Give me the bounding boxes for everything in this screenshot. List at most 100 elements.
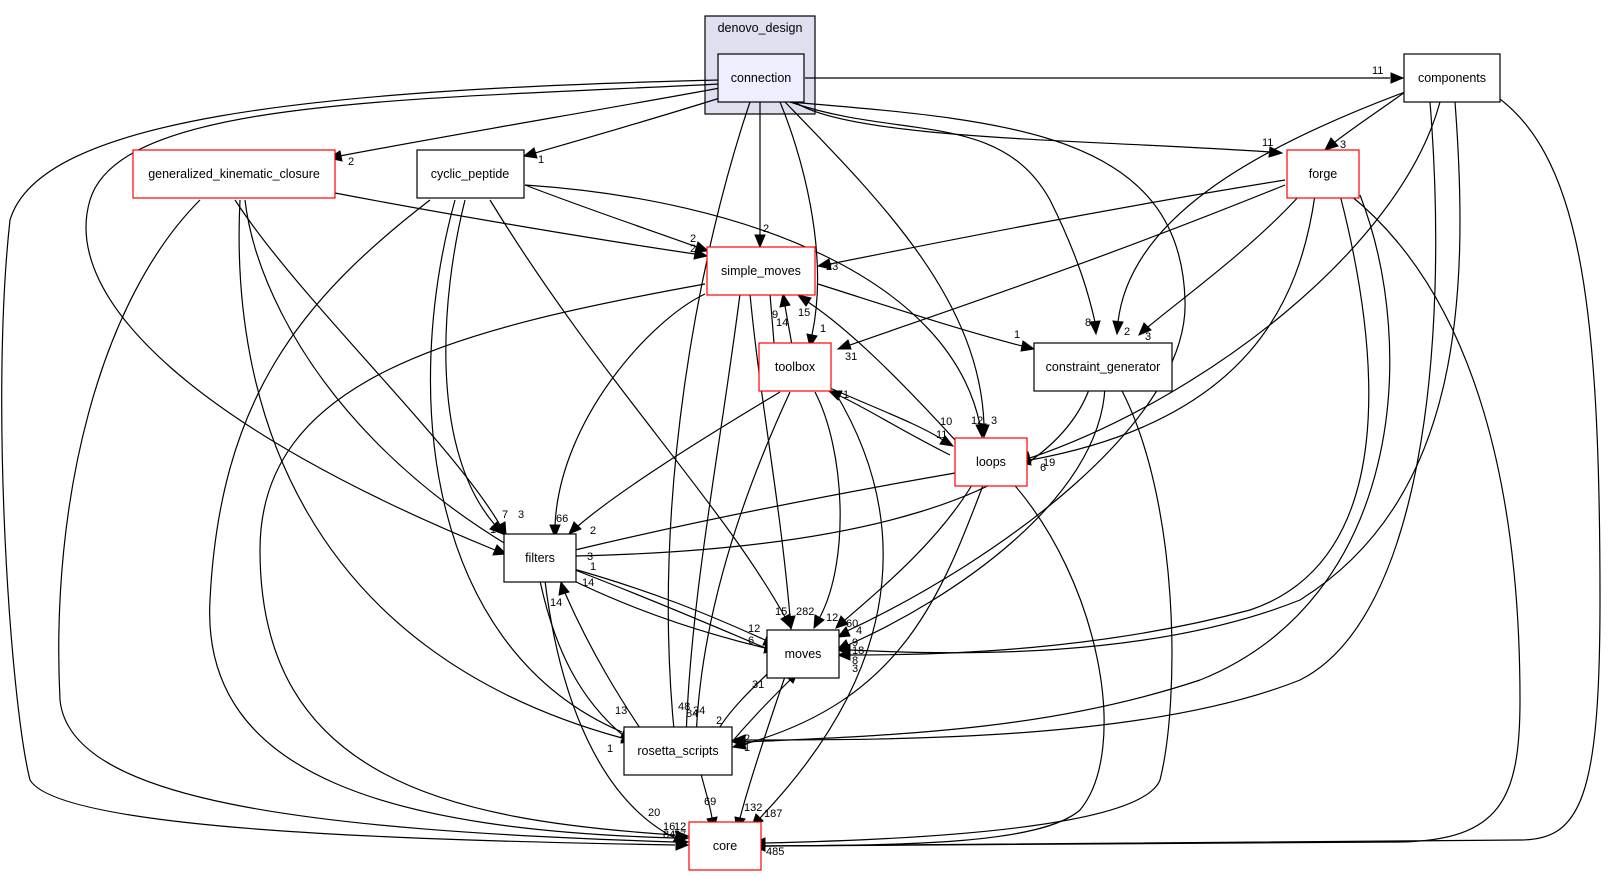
arrowhead bbox=[1138, 322, 1152, 336]
edge-moves-core bbox=[739, 661, 791, 819]
arrowhead bbox=[1390, 72, 1405, 84]
edge-loops-simple bbox=[807, 301, 956, 441]
edge-label: 282 bbox=[796, 606, 814, 618]
arrowhead bbox=[672, 833, 688, 844]
edge-label: 3 bbox=[587, 551, 593, 563]
edge-gkc-simple bbox=[334, 192, 696, 255]
node-loops[interactable]: loops bbox=[954, 437, 1028, 487]
node-connection[interactable]: connection bbox=[717, 53, 805, 103]
edge-simple-filters bbox=[554, 293, 706, 526]
edge-label: 4 bbox=[856, 625, 862, 637]
node-filters[interactable]: filters bbox=[503, 533, 577, 583]
edge-filters-moves bbox=[562, 565, 766, 641]
edge-label: 19 bbox=[1043, 457, 1055, 469]
edge-loops-moves bbox=[844, 479, 976, 621]
edge-gkc-moves bbox=[244, 199, 766, 649]
node-components[interactable]: components bbox=[1403, 53, 1501, 103]
node-rosetta-scripts[interactable]: rosetta_scripts bbox=[623, 726, 733, 776]
node-label: connection bbox=[731, 71, 792, 85]
edge-forge-simple bbox=[829, 179, 1286, 265]
edge-label: 15 bbox=[798, 307, 810, 319]
edge-forge-core bbox=[764, 194, 1521, 847]
node-label: constraint_generator bbox=[1046, 360, 1161, 374]
node-label: moves bbox=[785, 647, 822, 661]
node-label: core bbox=[713, 839, 737, 853]
edge-label: 14 bbox=[582, 577, 594, 589]
node-label: forge bbox=[1309, 167, 1338, 181]
edge-label: 2 bbox=[348, 156, 354, 168]
node-forge[interactable]: forge bbox=[1286, 149, 1360, 199]
edge-cyclic-moves bbox=[489, 199, 786, 618]
edge-label: 12 bbox=[826, 612, 838, 624]
edge-forge-loops bbox=[1029, 194, 1316, 461]
edge-label: 31 bbox=[845, 351, 857, 363]
edge-label: 34 bbox=[693, 705, 705, 717]
edge-connection-moves bbox=[789, 101, 1186, 633]
edge-label: 3 bbox=[1340, 139, 1346, 151]
arrowhead bbox=[492, 544, 508, 556]
edge-label: 2 bbox=[744, 733, 750, 745]
edge-label: 8 bbox=[852, 655, 858, 667]
edge-forge-constraint bbox=[1147, 194, 1301, 328]
edge-label: 60 bbox=[846, 618, 858, 630]
arrowhead bbox=[1020, 340, 1036, 352]
edge-components-rs bbox=[744, 101, 1437, 741]
edge-cyclic-core bbox=[209, 199, 676, 839]
edge-label: 37 bbox=[674, 829, 686, 841]
node-generalized-kinematic-closure[interactable]: generalized_kinematic_closure bbox=[132, 149, 336, 199]
edge-loops-rs bbox=[744, 479, 986, 745]
arrowhead bbox=[731, 738, 747, 750]
edge-label: 13 bbox=[615, 705, 627, 717]
node-toolbox[interactable]: toolbox bbox=[758, 342, 832, 392]
edge-label: 2 bbox=[716, 715, 722, 727]
edge-connection-filters bbox=[85, 83, 721, 551]
arrowhead bbox=[836, 339, 852, 350]
edge-label: 31 bbox=[752, 679, 764, 691]
edge-toolbox-core bbox=[759, 391, 884, 819]
edge-label: 12 bbox=[971, 415, 983, 427]
edge-components-constraint bbox=[1117, 91, 1406, 323]
edge-connection-gkc bbox=[339, 87, 721, 157]
edge-label: 1 bbox=[744, 742, 750, 754]
edge-label: 2 bbox=[590, 525, 596, 537]
edge-label: 12 bbox=[748, 623, 760, 635]
arrowhead bbox=[489, 521, 505, 535]
edge-loops-core bbox=[764, 479, 1105, 847]
edge-label: 3 bbox=[1145, 331, 1151, 343]
edge-loops-toolbox bbox=[839, 395, 951, 456]
arrowhead bbox=[939, 435, 955, 447]
edge-label: 1 bbox=[1014, 329, 1020, 341]
edge-label: 8 bbox=[1085, 317, 1091, 329]
edge-label: 1 bbox=[820, 323, 826, 335]
edge-gkc-rs bbox=[238, 199, 623, 739]
edge-label: 2 bbox=[690, 243, 696, 255]
node-label: rosetta_scripts bbox=[637, 744, 718, 758]
node-constraint-generator[interactable]: constraint_generator bbox=[1033, 342, 1173, 392]
arrowhead bbox=[836, 626, 851, 638]
edge-forge-toolbox bbox=[849, 184, 1286, 346]
arrowhead bbox=[836, 649, 851, 661]
edge-filters-rs bbox=[539, 580, 626, 738]
edge-gkc-core bbox=[58, 199, 676, 843]
node-simple-moves[interactable]: simple_moves bbox=[706, 246, 816, 296]
edge-label: 3 bbox=[852, 663, 858, 675]
edge-label: 7 bbox=[502, 509, 508, 521]
arrowhead bbox=[558, 580, 570, 596]
cluster-label: denovo_design bbox=[718, 21, 803, 35]
edge-gkc-filters bbox=[234, 199, 501, 526]
edge-label: 187 bbox=[764, 808, 782, 820]
node-cyclic-peptide[interactable]: cyclic_peptide bbox=[416, 149, 525, 199]
node-label: components bbox=[1418, 71, 1486, 85]
node-moves[interactable]: moves bbox=[766, 629, 840, 679]
edge-components-core bbox=[764, 91, 1601, 847]
node-core[interactable]: core bbox=[688, 821, 762, 871]
edge-label: 18 bbox=[852, 645, 864, 657]
arrowhead bbox=[813, 614, 825, 630]
arrowhead bbox=[784, 615, 796, 631]
edge-constraint-moves bbox=[847, 386, 1106, 646]
edge-label: 48 bbox=[678, 701, 690, 713]
arrowhead bbox=[1324, 137, 1339, 151]
edge-label: 15 bbox=[775, 606, 787, 618]
